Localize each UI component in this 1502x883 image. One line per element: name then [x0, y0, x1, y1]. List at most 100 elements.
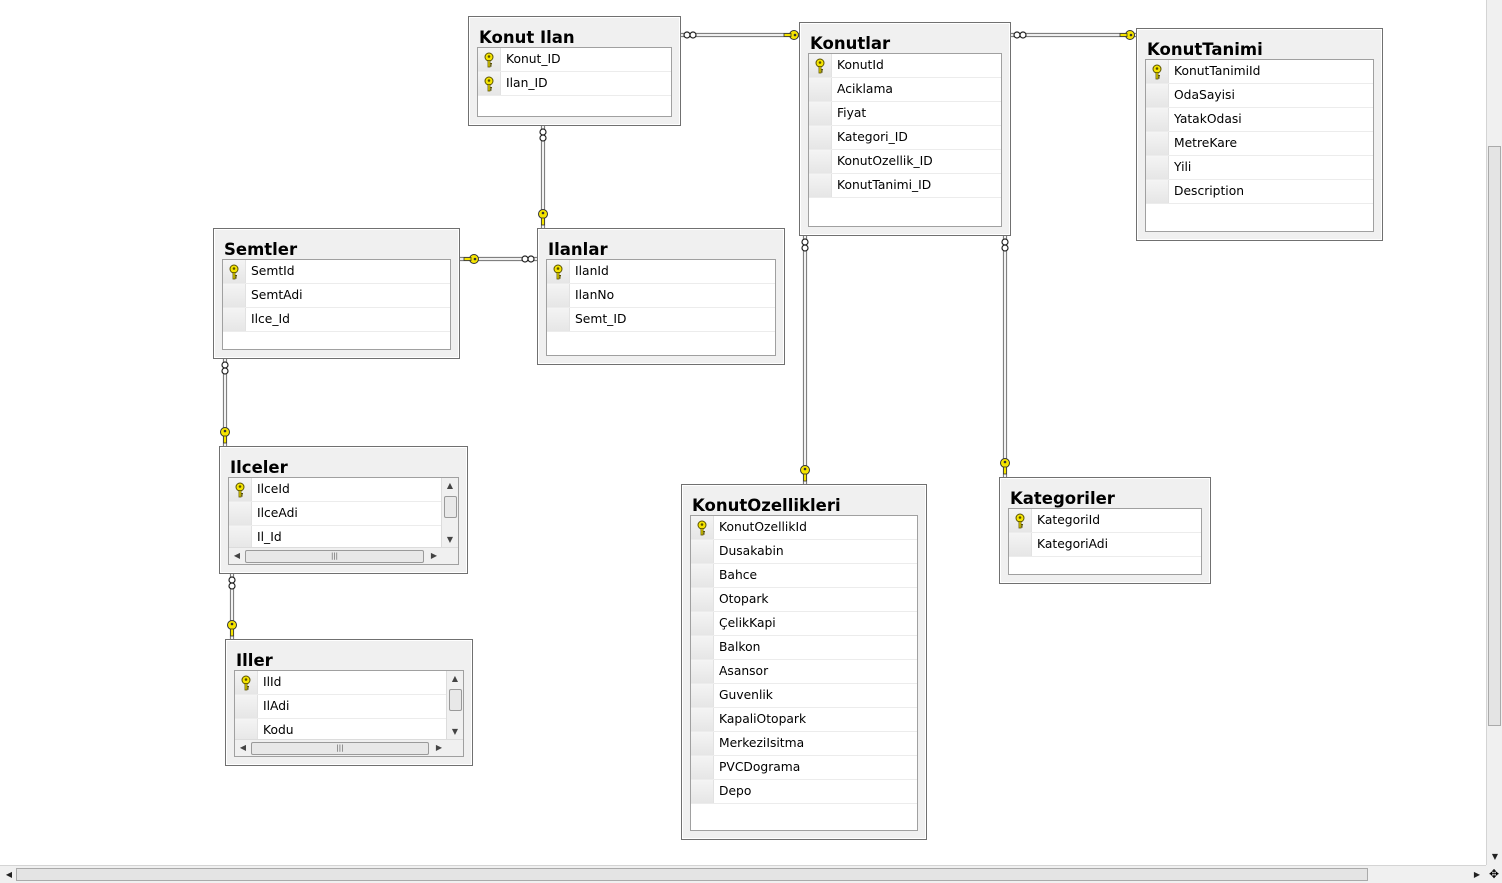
row-selector[interactable] [547, 284, 570, 307]
scroll-thumb[interactable] [449, 689, 462, 711]
column-row[interactable]: Description [1146, 180, 1373, 204]
row-selector[interactable] [691, 732, 714, 755]
relationship-semtler-ilceler[interactable] [220, 359, 230, 446]
scroll-down-arrow-icon[interactable]: ▼ [446, 535, 454, 544]
table-title[interactable]: Kategoriler [1010, 489, 1115, 508]
relationship-konutlar-konuttanimi[interactable] [1011, 30, 1136, 40]
table-vertical-scrollbar[interactable]: ▲▼ [441, 478, 458, 548]
column-row[interactable]: IlceId [229, 478, 458, 502]
row-selector[interactable] [223, 260, 246, 283]
table-title[interactable]: KonutOzellikleri [692, 496, 841, 515]
row-selector[interactable] [691, 780, 714, 803]
column-row[interactable]: IlanNo [547, 284, 775, 308]
row-selector[interactable] [223, 284, 246, 307]
row-selector[interactable] [809, 174, 832, 197]
column-row[interactable]: Ilce_Id [223, 308, 450, 332]
scroll-down-arrow-icon[interactable]: ▼ [1491, 852, 1499, 861]
row-selector[interactable] [1009, 533, 1032, 556]
row-selector[interactable] [229, 526, 252, 549]
column-row[interactable]: Ilan_ID [478, 72, 671, 96]
row-selector[interactable] [1146, 132, 1169, 155]
row-selector[interactable] [235, 719, 258, 742]
column-row[interactable]: YatakOdasi [1146, 108, 1373, 132]
column-row[interactable]: OdaSayisi [1146, 84, 1373, 108]
column-row[interactable]: Konut_ID [478, 48, 671, 72]
row-selector[interactable] [1146, 180, 1169, 203]
row-selector[interactable] [691, 708, 714, 731]
row-selector[interactable] [691, 636, 714, 659]
row-selector[interactable] [691, 684, 714, 707]
table-title[interactable]: Ilceler [230, 458, 288, 477]
row-selector[interactable] [691, 540, 714, 563]
relationship-konutlar-konutozellikleri[interactable] [800, 236, 810, 484]
table-title[interactable]: Iller [236, 651, 273, 670]
table-vertical-scrollbar[interactable]: ▲▼ [446, 671, 463, 740]
column-row[interactable]: Kategori_ID [809, 126, 1001, 150]
column-row[interactable]: Dusakabin [691, 540, 917, 564]
column-row[interactable]: KonutOzellik_ID [809, 150, 1001, 174]
row-selector[interactable] [691, 660, 714, 683]
row-selector[interactable] [691, 564, 714, 587]
scroll-right-arrow-icon[interactable]: ▶ [430, 551, 438, 560]
row-selector[interactable] [809, 78, 832, 101]
column-row[interactable]: MerkeziIsitma [691, 732, 917, 756]
row-selector[interactable] [691, 756, 714, 779]
column-row[interactable]: Il_Id [229, 526, 458, 550]
relationship-konut-ilan-konutlar[interactable] [681, 30, 799, 40]
scroll-right-arrow-icon[interactable]: ▶ [1473, 870, 1481, 879]
column-row[interactable]: ÇelikKapi [691, 612, 917, 636]
row-selector[interactable] [1009, 509, 1032, 532]
column-row[interactable]: Asansor [691, 660, 917, 684]
row-selector[interactable] [235, 695, 258, 718]
row-selector[interactable] [547, 260, 570, 283]
column-row[interactable]: IlanId [547, 260, 775, 284]
row-selector[interactable] [229, 502, 252, 525]
column-row[interactable]: IlAdi [235, 695, 463, 719]
table-title[interactable]: Konutlar [810, 34, 891, 53]
scroll-up-arrow-icon[interactable]: ▲ [446, 481, 454, 490]
relationship-konutlar-kategoriler[interactable] [1000, 236, 1010, 477]
column-row[interactable]: KategoriId [1009, 509, 1201, 533]
row-selector[interactable] [1146, 60, 1169, 83]
column-row[interactable]: Yili [1146, 156, 1373, 180]
relationship-ilceler-iller[interactable] [227, 574, 237, 639]
column-row[interactable]: Otopark [691, 588, 917, 612]
row-selector[interactable] [1146, 108, 1169, 131]
vertical-scroll-thumb[interactable] [1488, 146, 1501, 726]
row-selector[interactable] [223, 308, 246, 331]
row-selector[interactable] [691, 612, 714, 635]
table-title[interactable]: Semtler [224, 240, 298, 259]
scroll-up-arrow-icon[interactable]: ▲ [451, 674, 459, 683]
scroll-left-arrow-icon[interactable]: ◀ [239, 743, 247, 752]
column-row[interactable]: KonutId [809, 54, 1001, 78]
row-selector[interactable] [547, 308, 570, 331]
scroll-left-arrow-icon[interactable]: ◀ [5, 870, 13, 879]
row-selector[interactable] [478, 48, 501, 71]
column-row[interactable]: KategoriAdi [1009, 533, 1201, 557]
column-row[interactable]: Semt_ID [547, 308, 775, 332]
column-row[interactable]: SemtAdi [223, 284, 450, 308]
column-row[interactable]: KonutTanimiId [1146, 60, 1373, 84]
column-row[interactable]: Aciklama [809, 78, 1001, 102]
table-title[interactable]: KonutTanimi [1147, 40, 1263, 59]
row-selector[interactable] [691, 588, 714, 611]
column-row[interactable]: MetreKare [1146, 132, 1373, 156]
column-row[interactable]: PVCDograma [691, 756, 917, 780]
row-selector[interactable] [1146, 156, 1169, 179]
relationship-ilanlar-semtler[interactable] [460, 254, 537, 264]
table-horizontal-scrollbar[interactable]: ◀|||▶ [229, 547, 458, 564]
table-horizontal-scrollbar[interactable]: ◀|||▶ [235, 739, 463, 756]
column-row[interactable]: KonutTanimi_ID [809, 174, 1001, 198]
